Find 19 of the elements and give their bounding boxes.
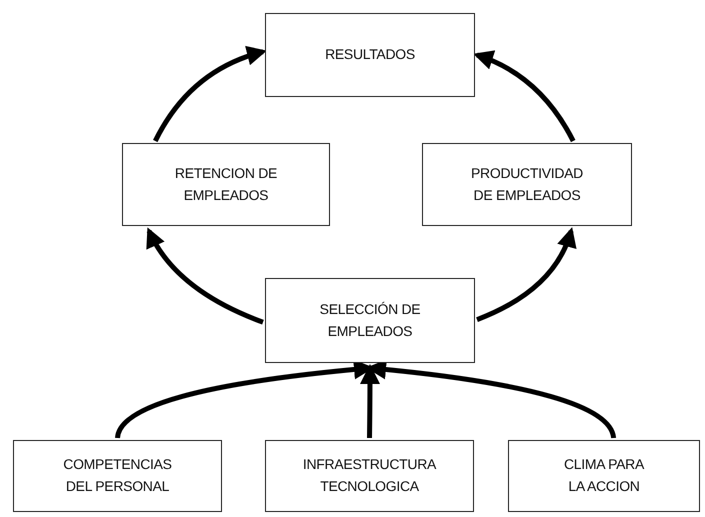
curved-arrow — [476, 227, 576, 322]
process-box — [265, 13, 475, 97]
process-box — [422, 143, 632, 226]
process-box — [265, 440, 474, 512]
box-label: INFRAESTRUCTURA TECNOLOGICA — [302, 455, 438, 496]
process-box — [508, 440, 700, 512]
process-box — [265, 278, 475, 363]
curved-arrow — [153, 46, 267, 142]
box-label: COMPETENCIAS DEL PERSONAL — [62, 455, 173, 496]
process-box — [13, 440, 222, 512]
box-label: CLIMA PARA LA ACCION — [563, 455, 646, 496]
box-label: SELECCIÓN DE EMPLEADOS — [318, 300, 422, 340]
box-label: PRODUCTIVIDAD DE EMPLEADOS — [470, 164, 584, 204]
curved-arrow — [146, 227, 264, 325]
process-box — [122, 143, 330, 226]
box-label: RETENCION DE EMPLEADOS — [174, 164, 278, 204]
curved-arrow — [360, 364, 380, 438]
curved-arrow — [473, 50, 576, 142]
box-label: RESULTADOS — [325, 45, 415, 64]
